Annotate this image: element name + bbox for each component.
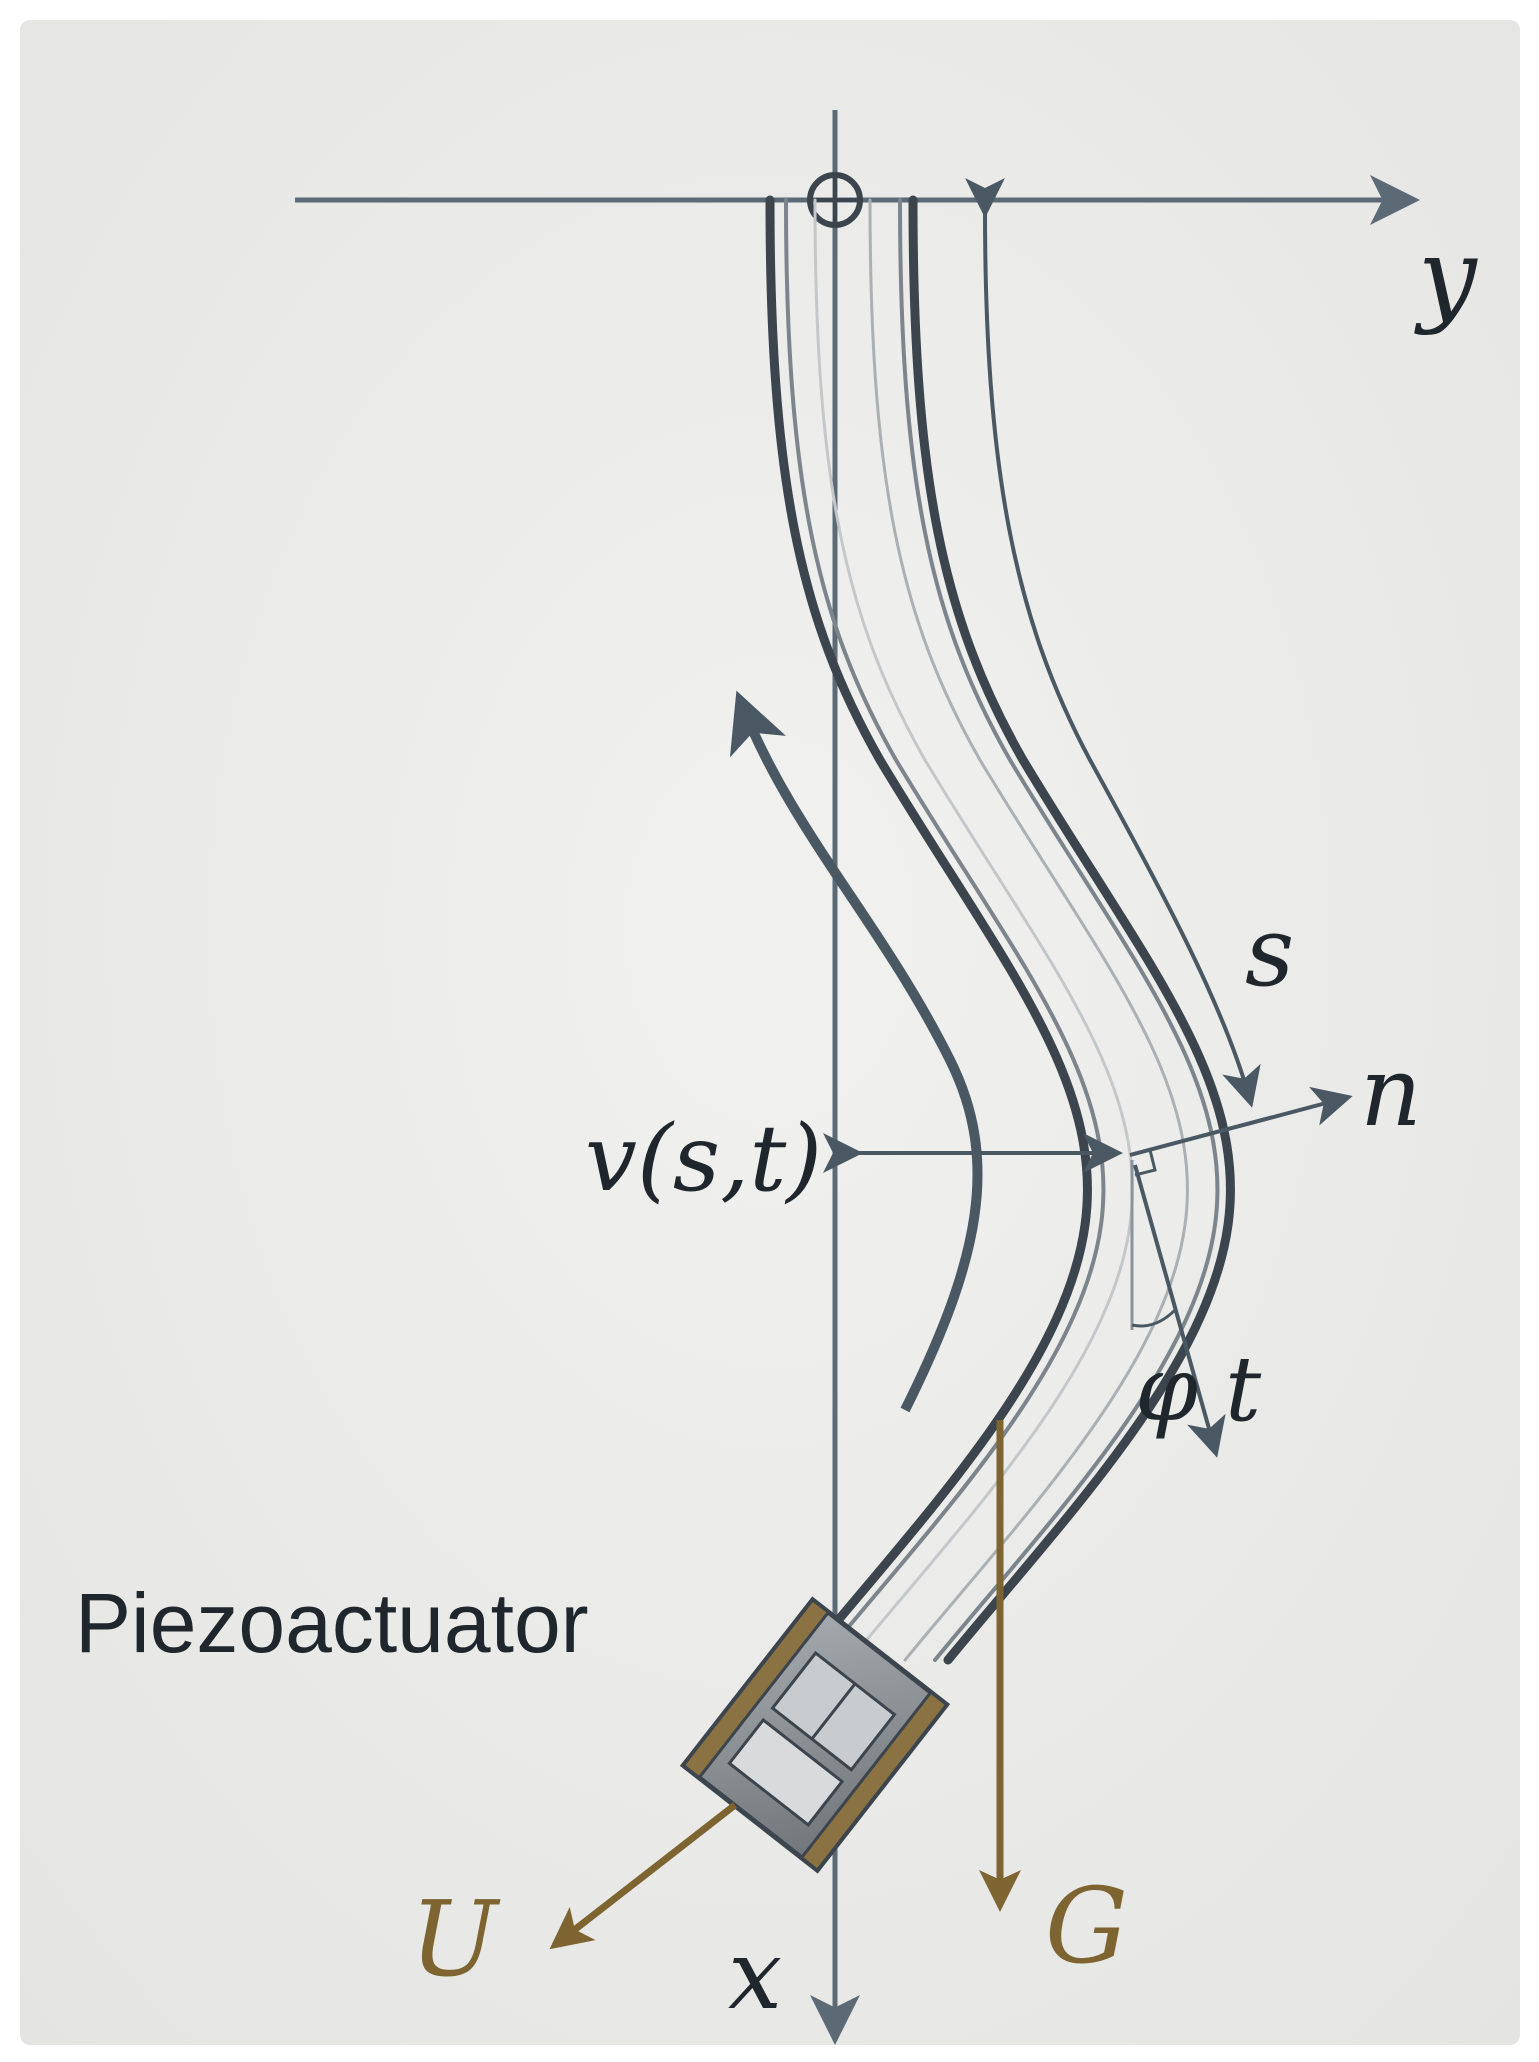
arc-length-arrow — [964, 177, 1261, 1108]
label-deflection: v(s,t) — [585, 1105, 822, 1212]
control-force-arrow — [549, 1802, 738, 1950]
label-arc-length-s: s — [1245, 896, 1294, 1008]
tangent-vector-arrow — [1133, 1164, 1226, 1458]
label-control-force-U: U — [410, 1878, 501, 2000]
angle-arc — [1131, 1308, 1177, 1328]
origin-marker — [807, 172, 863, 228]
label-normal-n: n — [1360, 1036, 1422, 1148]
piezoactuator-block — [679, 1596, 951, 1874]
right-angle-mark — [1129, 1148, 1157, 1177]
label-gravity-G: G — [1045, 1865, 1128, 1987]
normal-vector-arrow — [1129, 1086, 1353, 1157]
vibration-arrow — [729, 690, 983, 1413]
axis-label-y: y — [1414, 215, 1478, 337]
label-tangent-t: t — [1225, 1337, 1262, 1442]
label-angle-phi: φ — [1135, 1337, 1198, 1442]
axis-label-x: x — [728, 1919, 782, 2031]
label-piezoactuator: Piezoactuator — [75, 1576, 589, 1670]
